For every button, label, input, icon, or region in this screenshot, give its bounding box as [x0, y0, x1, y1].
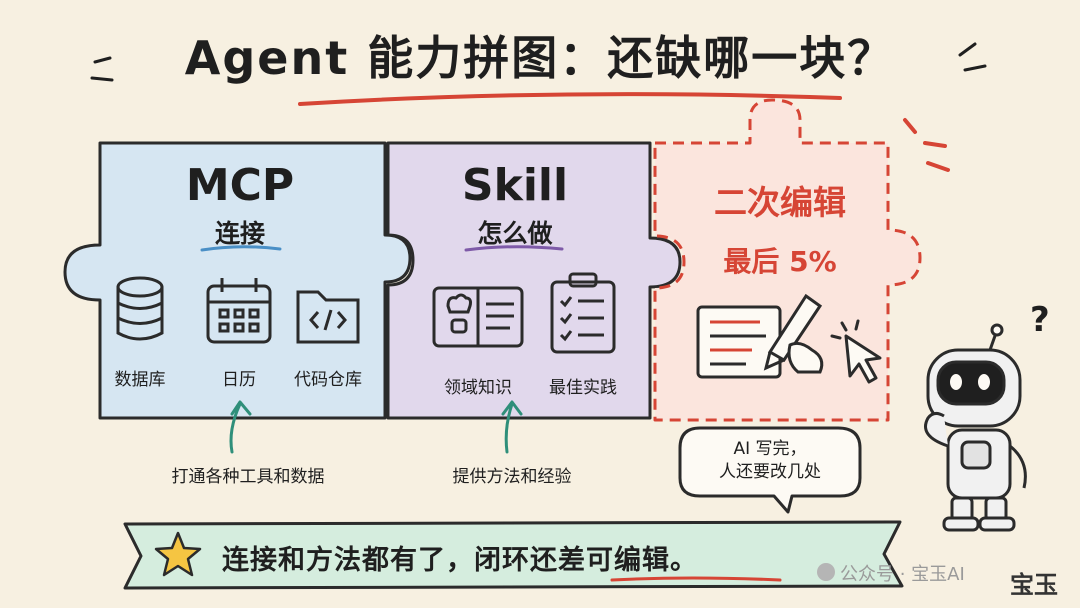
code-repo-label: 代码仓库: [294, 370, 362, 390]
speech-bubble: [678, 426, 862, 514]
domain-knowledge-label: 领域知识: [444, 378, 512, 398]
skill-annotation: 提供方法和经验: [452, 467, 572, 487]
banner-underline: [610, 576, 782, 582]
title-sparkle-right-icon: [958, 42, 987, 72]
banner-text: 连接和方法都有了，闭环还差可编辑。: [222, 545, 698, 576]
mcp-arrow-icon: [229, 400, 252, 454]
calendar-label: 日历: [222, 370, 256, 390]
attention-burst-icon: [903, 118, 950, 172]
recipe-book-icon: [432, 286, 524, 348]
skill-puzzle-piece: [386, 141, 682, 420]
skill-subtitle-underline: [464, 245, 564, 252]
mcp-subtitle-underline: [200, 245, 282, 252]
edit-title: 二次编辑: [714, 183, 846, 222]
mcp-puzzle-piece: [63, 141, 412, 420]
calendar-icon: [206, 278, 272, 344]
robot-speech-line-2: 人还要改几处: [719, 462, 821, 482]
mcp-subtitle: 连接: [214, 219, 265, 248]
robot-speech-line-1: AI 写完，: [733, 439, 807, 459]
mcp-annotation: 打通各种工具和数据: [171, 467, 325, 487]
signature: 宝玉: [1010, 570, 1058, 599]
skill-title: Skill: [461, 160, 569, 211]
best-practice-label: 最佳实践: [549, 378, 617, 398]
cursor-icon: [830, 319, 882, 384]
title-underline: [298, 92, 842, 106]
thinking-question-mark: ?: [1030, 300, 1050, 340]
checklist-icon: [550, 272, 616, 354]
wechat-logo: [817, 563, 835, 581]
edit-subtitle: 最后 5%: [723, 245, 837, 278]
bottom-banner: [123, 520, 904, 590]
mcp-title: MCP: [185, 160, 295, 211]
skill-subtitle: 怎么做: [477, 219, 553, 248]
document-pen-icon: [696, 293, 824, 379]
robot-icon: [924, 323, 1027, 532]
code-folder-icon: [296, 290, 360, 344]
database-icon: [116, 276, 164, 341]
watermark: 公众号 · 宝玉AI: [840, 564, 965, 585]
page-title: Agent 能力拼图：还缺哪一块？: [184, 31, 896, 85]
skill-arrow-icon: [501, 400, 523, 454]
star-icon: [154, 531, 202, 577]
database-label: 数据库: [114, 370, 166, 390]
title-sparkle-left-icon: [90, 56, 114, 82]
robot-speech-text: AI 写完， 人还要改几处: [695, 438, 845, 484]
